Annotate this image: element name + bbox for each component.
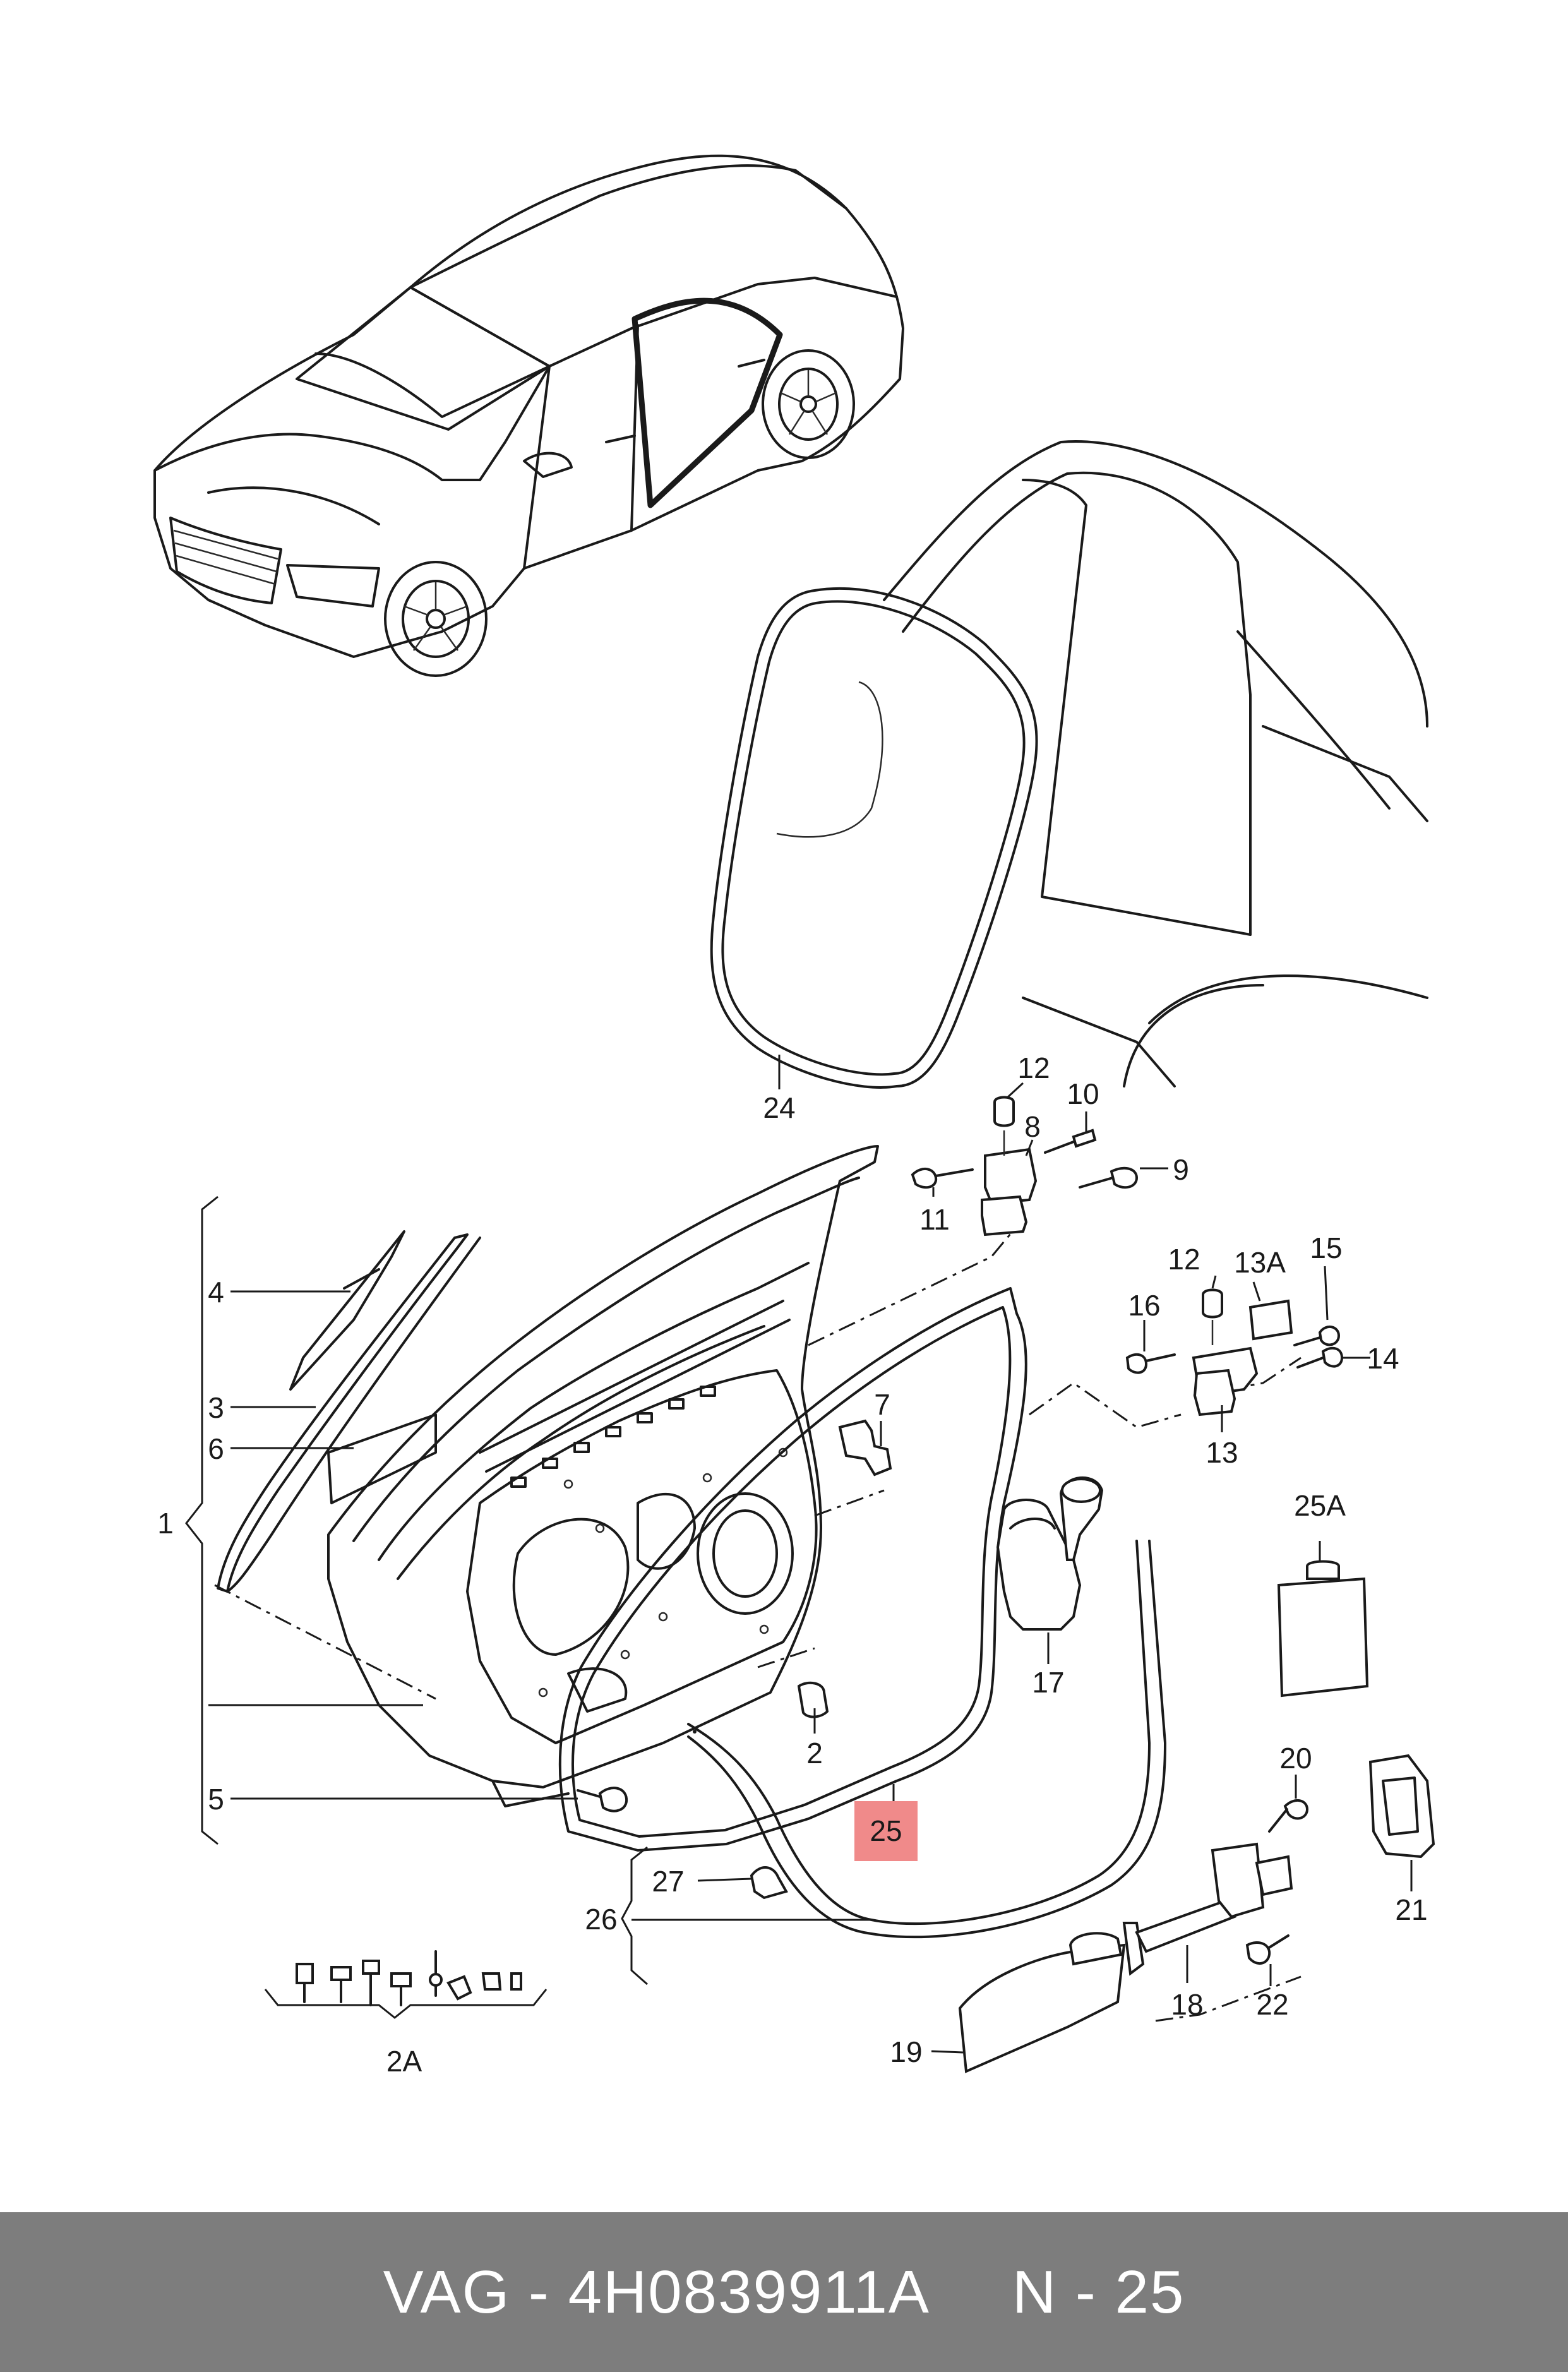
callout-11: 11 [919,1203,950,1236]
footer-part-number: 4H0839911A [568,2258,930,2326]
callout-14: 14 [1367,1342,1399,1375]
callout-12-mid: 12 [1168,1243,1200,1276]
callout-8: 8 [1024,1110,1041,1143]
hardware [577,1096,1344,1900]
callout-13A: 13A [1234,1246,1286,1279]
callout-2: 2 [806,1737,823,1770]
callout-20: 20 [1279,1742,1312,1775]
callout-12-top: 12 [1017,1051,1050,1084]
parts-diagram: 24 12 10 8 9 11 12 13A 15 16 14 13 7 4 3… [153,154,1435,2078]
callout-27: 27 [652,1865,684,1898]
callout-25A: 25A [1294,1489,1346,1522]
callout-22: 22 [1256,1988,1288,2021]
door-check-parts [931,1754,1435,2073]
footer-brand: VAG [383,2258,511,2326]
callout-13: 13 [1206,1436,1238,1469]
callout-9: 9 [1173,1153,1189,1186]
highlight-box-25 [854,1801,918,1861]
callout-25: 25 [870,1814,902,1847]
footer-position-prefix: N [1012,2258,1058,2326]
callout-24: 24 [763,1091,795,1124]
callout-26: 26 [585,1903,617,1936]
group-brackets [185,1195,648,2019]
callout-4: 4 [208,1276,224,1309]
callout-7: 7 [874,1388,890,1421]
callout-21: 21 [1395,1893,1427,1926]
footer-position-number: 25 [1115,2258,1185,2326]
callout-1: 1 [157,1507,174,1540]
trim-strips [217,1230,481,1593]
fastener-kit-2A [296,1950,522,2006]
callout-15: 15 [1310,1231,1342,1264]
callout-6: 6 [208,1432,224,1465]
weatherstrip-26 [687,1540,1166,1939]
footer-position-separator: - [1075,2258,1097,2326]
bottle-25A [1277,1541,1369,1698]
callout-17: 17 [1032,1666,1064,1699]
cover-17 [996,1476,1104,1664]
car-illustration [153,154,904,677]
callout-10: 10 [1067,1077,1099,1110]
door-seal-25 [558,1287,1027,1852]
footer-separator: - [528,2258,550,2326]
callout-3: 3 [208,1391,224,1424]
callout-19: 19 [890,2035,922,2068]
callout-18: 18 [1171,1988,1203,2021]
callout-16: 16 [1128,1289,1160,1322]
callout-labels: 24 12 10 8 9 11 12 13A 15 16 14 13 7 4 3… [157,1051,1427,2078]
part-number-footer: VAG - 4H0839911A N - 25 [0,2212,1568,2372]
body-seal-24 [710,587,1038,1089]
door-assembly [327,1145,879,1807]
callout-5: 5 [208,1783,224,1816]
callout-2A: 2A [386,2045,422,2078]
body-side-panel [883,440,1428,1087]
leader-lines [208,1082,1413,1986]
relation-lines [214,1218,1302,2022]
